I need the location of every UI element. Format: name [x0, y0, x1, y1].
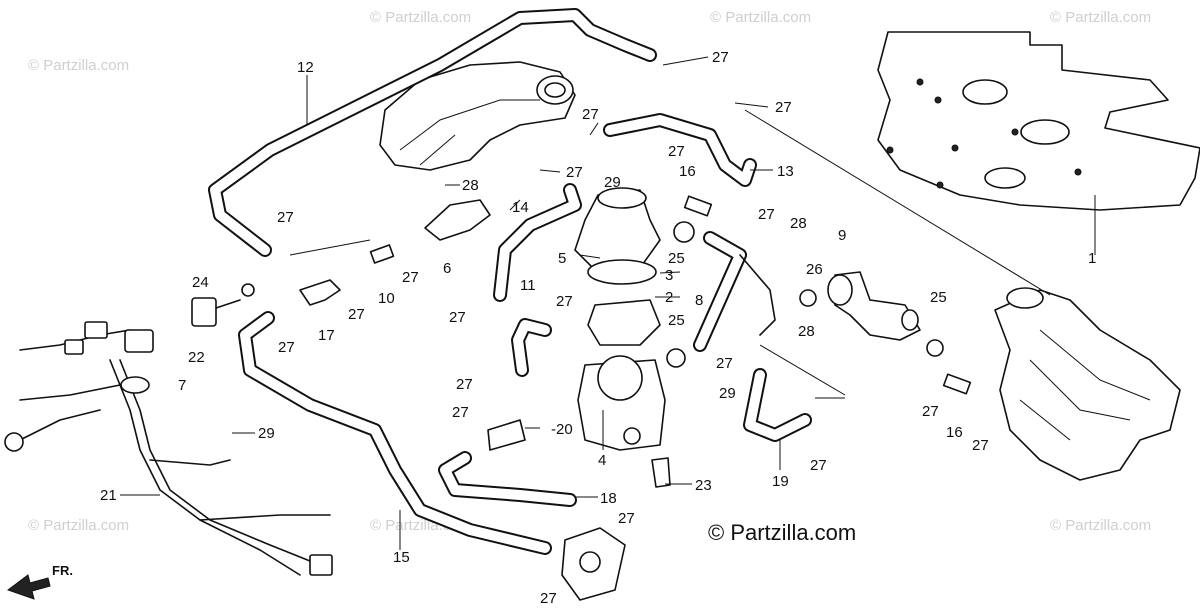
- callout-4: 4: [598, 452, 606, 469]
- callout-3: 3: [665, 267, 673, 284]
- thermostat-assembly: [574, 187, 666, 451]
- callout-27r: 27: [810, 457, 827, 474]
- callout-5: 5: [558, 250, 566, 267]
- part-1-plate: [877, 31, 1200, 211]
- callout-25c: 25: [930, 289, 947, 306]
- small-parts: [191, 195, 972, 488]
- callout-27s: 27: [922, 403, 939, 420]
- callout-29c: 29: [719, 385, 736, 402]
- callout-11: 11: [520, 277, 536, 294]
- callout-2: 2: [665, 289, 673, 306]
- callout-21: 21: [100, 487, 117, 504]
- callout-10: 10: [378, 290, 395, 307]
- callout-27c: 27: [582, 106, 599, 123]
- watermark: © Partzilla.com: [710, 9, 811, 26]
- callout-27n: 27: [452, 404, 469, 421]
- callout-12: 12: [297, 59, 314, 76]
- callout-9: 9: [838, 227, 846, 244]
- water-outlet: [827, 271, 921, 341]
- watermark: © Partzilla.com: [1050, 9, 1151, 26]
- watermarks: © Partzilla.com © Partzilla.com © Partzi…: [28, 9, 1151, 534]
- callout-27t: 27: [972, 437, 989, 454]
- callout-27p: 27: [618, 510, 635, 527]
- callout-27a: 27: [712, 49, 729, 66]
- callout-27m: 27: [456, 376, 473, 393]
- hoses: [208, 8, 812, 555]
- callout-27d: 27: [566, 164, 583, 181]
- callout-8: 8: [695, 292, 703, 309]
- callout-27h: 27: [402, 269, 419, 286]
- watermark: © Partzilla.com: [28, 517, 129, 534]
- callout-23: 23: [695, 477, 712, 494]
- callout-14: 14: [512, 199, 529, 216]
- callout-27k: 27: [556, 293, 573, 310]
- callout-17: 17: [318, 327, 335, 344]
- callout-25b: 25: [668, 312, 685, 329]
- intake-manifold-upper: [379, 61, 576, 171]
- callout-29a: 29: [604, 174, 621, 191]
- callout-16: 16: [679, 163, 696, 180]
- intake-manifold-lower: [994, 287, 1181, 481]
- callout-25a: 25: [668, 250, 685, 267]
- callout-29b: 29: [258, 425, 275, 442]
- direction-arrow: FR.: [6, 563, 73, 600]
- callout-27f: 27: [758, 206, 775, 223]
- callout-24: 24: [192, 274, 209, 291]
- callout-27e: 27: [668, 143, 685, 160]
- leader-lines: [120, 56, 1096, 550]
- callout-22: 22: [188, 349, 205, 366]
- callout-28c: 28: [798, 323, 815, 340]
- callout-26: 26: [806, 261, 823, 278]
- callout-6: 6: [443, 260, 451, 277]
- direction-label: FR.: [52, 563, 73, 578]
- callout-27i: 27: [348, 306, 365, 323]
- callout-18: 18: [600, 490, 617, 507]
- callouts: 1 2 3 4 5 6 7 8 9 10 11 12 13 14 15 16 1…: [100, 49, 1096, 607]
- callout-27b: 27: [775, 99, 792, 116]
- callout-15: 15: [393, 549, 410, 566]
- callout-16b: 16: [946, 424, 963, 441]
- callout-28b: 28: [790, 215, 807, 232]
- callout-27q: 27: [540, 590, 557, 607]
- callout-7: 7: [178, 377, 186, 394]
- pump-bottom: [561, 527, 626, 601]
- callout-19: 19: [772, 473, 789, 490]
- callout-13: 13: [777, 163, 794, 180]
- callout-27l: 27: [449, 309, 466, 326]
- callout-27j: 27: [278, 339, 295, 356]
- watermark: © Partzilla.com: [28, 57, 129, 74]
- callout-20-dash: -: [551, 421, 556, 438]
- callout-1: 1: [1088, 250, 1096, 267]
- copyright-text: © Partzilla.com: [708, 520, 856, 545]
- callout-20: 20: [556, 421, 573, 438]
- watermark: © Partzilla.com: [370, 9, 471, 26]
- wire-harness: [4, 321, 333, 576]
- callout-28a: 28: [462, 177, 479, 194]
- watermark: © Partzilla.com: [1050, 517, 1151, 534]
- callout-27o: 27: [716, 355, 733, 372]
- callout-27g: 27: [277, 209, 294, 226]
